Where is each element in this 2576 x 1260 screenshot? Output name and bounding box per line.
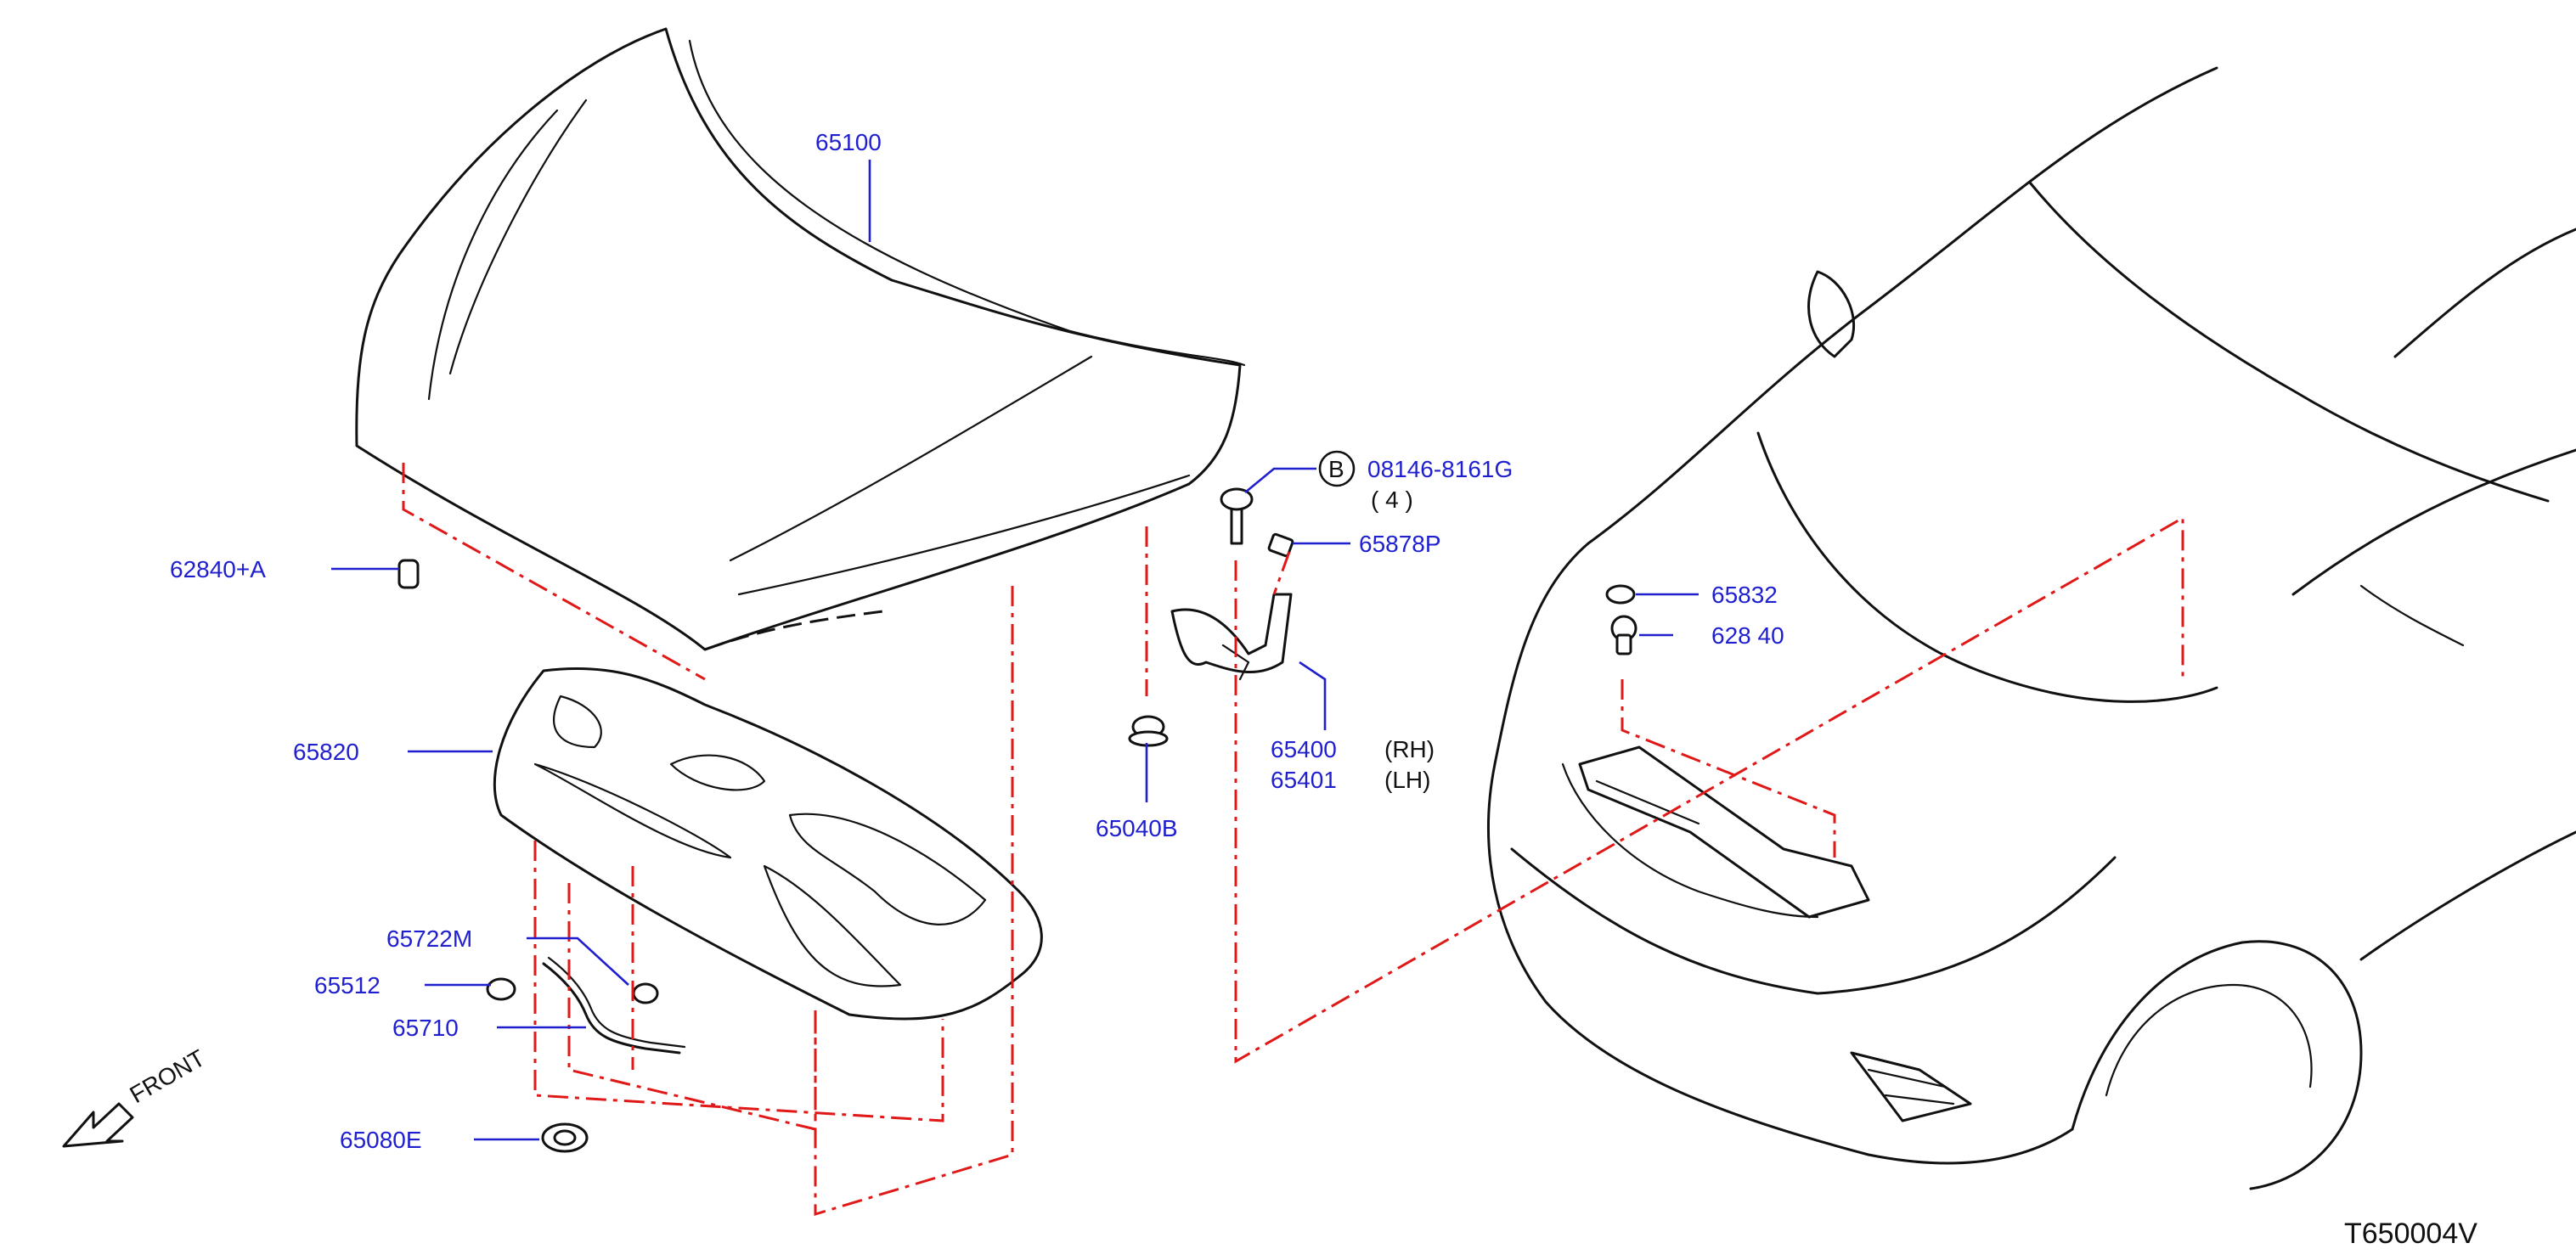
label-striker-seal: 65832 xyxy=(1711,582,1778,608)
label-hood-insulator: 65820 xyxy=(293,739,359,765)
hood-seal-grommet[interactable] xyxy=(1128,715,1169,747)
label-hood-seal-grommet: 65040B xyxy=(1096,815,1178,841)
hood-bumper[interactable] xyxy=(397,559,420,589)
label-hinge-bolt: 08146-8161G xyxy=(1367,456,1513,482)
drawing-code: T650004V xyxy=(2344,1218,2477,1250)
label-hood-bumper: 62840+A xyxy=(170,556,266,582)
bumper-ring[interactable] xyxy=(1610,615,1637,655)
label-front: FRONT xyxy=(126,1044,210,1108)
label-hinge-lh: 65401 xyxy=(1271,767,1337,793)
hinge-bolt[interactable] xyxy=(1220,487,1254,545)
label-side-lh: (LH) xyxy=(1384,767,1430,793)
hinge-cover[interactable] xyxy=(1267,532,1294,558)
hood-rod-clip[interactable] xyxy=(632,982,659,1004)
label-hood-clip: 65722M xyxy=(386,925,472,952)
leaders xyxy=(331,160,1699,1141)
striker-seal[interactable] xyxy=(1605,584,1636,605)
label-hood: 65100 xyxy=(815,129,882,155)
hood-insulator[interactable] xyxy=(493,667,1043,1021)
phantom-lines xyxy=(402,463,2184,1217)
rod-clip[interactable] xyxy=(486,977,516,1001)
callout-b-circle xyxy=(1318,450,1356,487)
hood-panel[interactable] xyxy=(355,27,1246,651)
label-rod-clip: 65512 xyxy=(314,972,380,998)
label-bolt-qty: ( 4 ) xyxy=(1371,487,1413,513)
grommet-inner xyxy=(553,1129,577,1146)
callout-b: B xyxy=(1328,456,1344,482)
label-side-rh: (RH) xyxy=(1384,736,1435,762)
vehicle-front xyxy=(1487,66,2576,1190)
front-direction-indicator: FRONT xyxy=(62,1044,210,1148)
radiator-support xyxy=(1578,745,1870,919)
label-hinge-rh: 65400 xyxy=(1271,736,1337,762)
front-arrow-icon xyxy=(62,1102,134,1148)
hood-hinge[interactable] xyxy=(1170,593,1293,681)
label-hood-rod: 65710 xyxy=(392,1015,459,1041)
label-hinge-cover: 65878P xyxy=(1359,531,1441,557)
label-grommet: 65080E xyxy=(340,1127,422,1153)
label-bumper-ring: 628 40 xyxy=(1711,622,1784,649)
